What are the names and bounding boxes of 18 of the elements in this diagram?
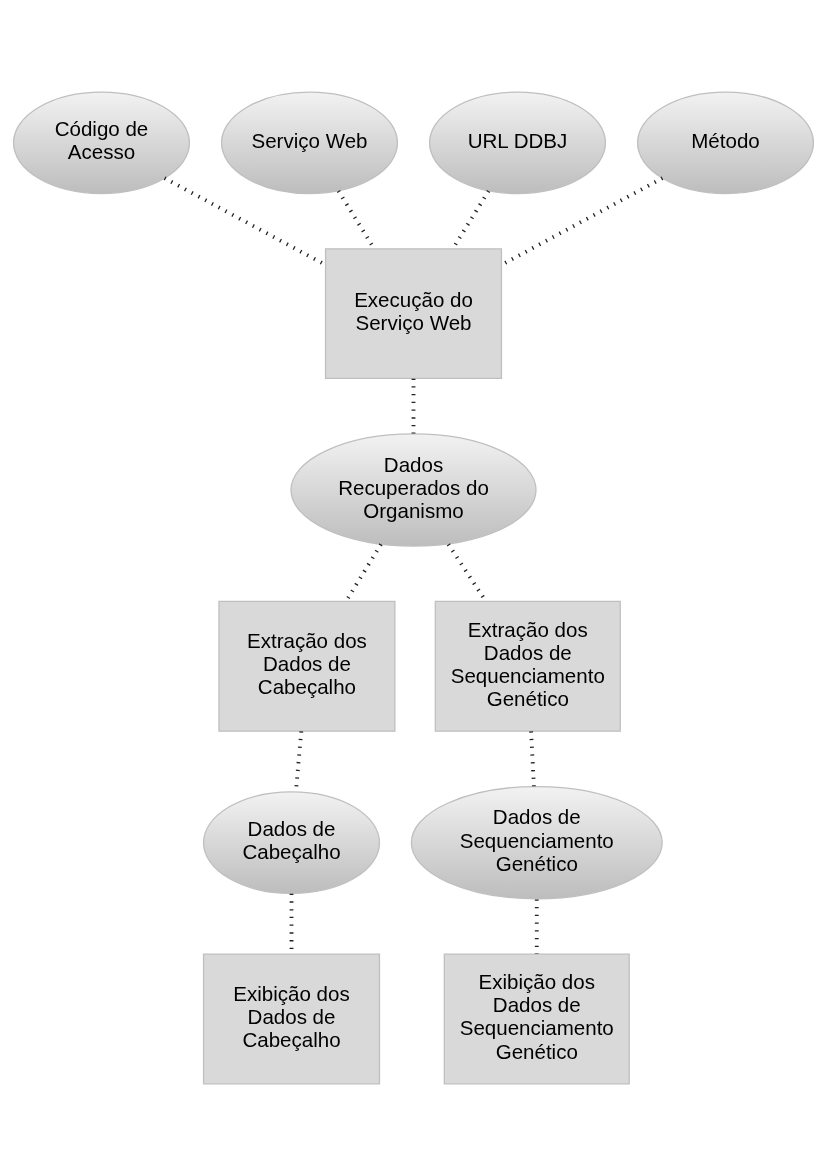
node-box: Exibição dos Dados de Sequenciamento Genético [443, 953, 630, 1084]
node-ellipse: Serviço Web [220, 91, 399, 194]
node-ellipse: Dados de Sequenciamento Genético [410, 785, 663, 899]
node-ellipse: Código de Acesso [12, 91, 191, 194]
node-ellipse: Dados de Cabeçalho [202, 790, 381, 894]
connector [534, 898, 539, 954]
node-box: Exibição dos Dados de Cabeçalho [202, 953, 381, 1084]
node-ellipse: Dados Recuperados do Organismo [290, 432, 537, 547]
connector [163, 176, 326, 266]
node-ellipse: URL DDBJ [428, 91, 607, 194]
connector [344, 542, 383, 602]
node-box: Execução do Serviço Web [324, 247, 503, 379]
connector [411, 378, 416, 434]
node-box: Extração dos Dados de Sequenciamento Genético [434, 600, 621, 732]
node-box: Extração dos Dados de Cabeçalho [218, 600, 396, 732]
connector [529, 730, 536, 786]
connector [501, 176, 664, 266]
node-ellipse: Método [636, 91, 815, 194]
